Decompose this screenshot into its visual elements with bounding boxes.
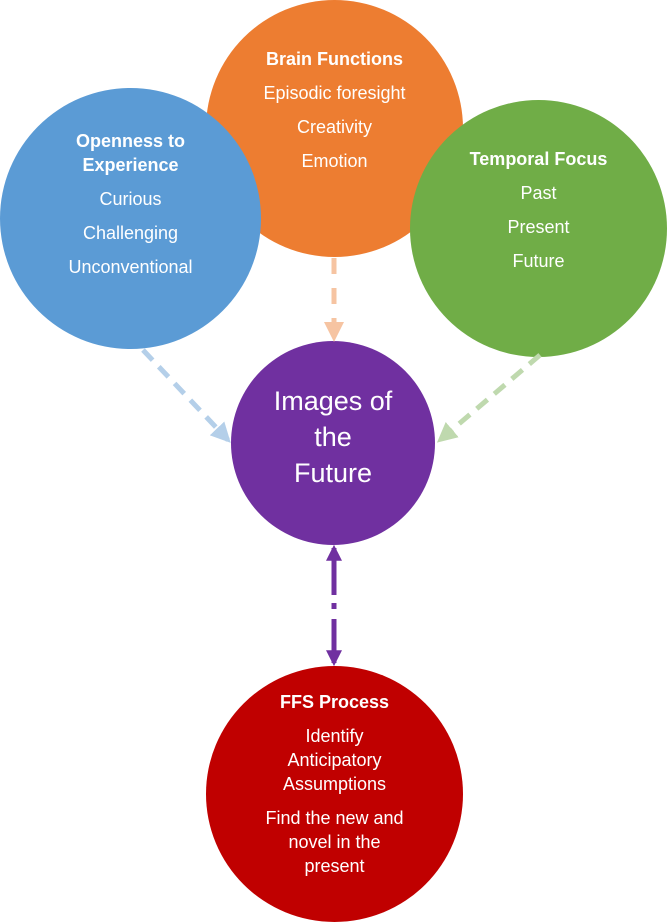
node-title: Openness to [75, 130, 186, 151]
node-ffs-process: FFS Process Identify Anticipatory Assump… [206, 666, 463, 922]
node-item: present [304, 856, 365, 876]
node-item: Present [507, 216, 570, 237]
node-item: Find the new and [265, 808, 404, 828]
node-temporal-focus: Temporal Focus Past Present Future [410, 100, 667, 357]
node-label: Future [293, 458, 373, 488]
node-label: Images of [273, 386, 393, 416]
node-item: Assumptions [282, 774, 387, 794]
node-item: Unconventional [68, 256, 193, 277]
node-item: Past [520, 182, 557, 203]
node-images-of-the-future: Images of the Future [231, 341, 435, 545]
node-item: Challenging [82, 222, 179, 243]
connector-temporal-to-images [436, 353, 542, 443]
node-item: Emotion [301, 150, 368, 171]
node-title: Brain Functions [265, 48, 403, 69]
node-openness-to-experience: Openness to Experience Curious Challengi… [0, 88, 261, 349]
node-item: Episodic foresight [263, 82, 406, 103]
node-title: FFS Process [279, 692, 390, 712]
connector-dash-dot [331, 603, 337, 609]
node-item: Identify [305, 726, 364, 746]
connector-openness-to-images [141, 348, 231, 443]
node-item: Curious [99, 188, 162, 209]
node-title: Experience [82, 154, 179, 175]
node-item: Anticipatory [287, 750, 382, 770]
node-item: Future [512, 250, 565, 271]
node-item: novel in the [288, 832, 381, 852]
node-item: Creativity [296, 116, 372, 137]
node-title: Temporal Focus [469, 148, 608, 169]
node-label: the [314, 422, 352, 452]
